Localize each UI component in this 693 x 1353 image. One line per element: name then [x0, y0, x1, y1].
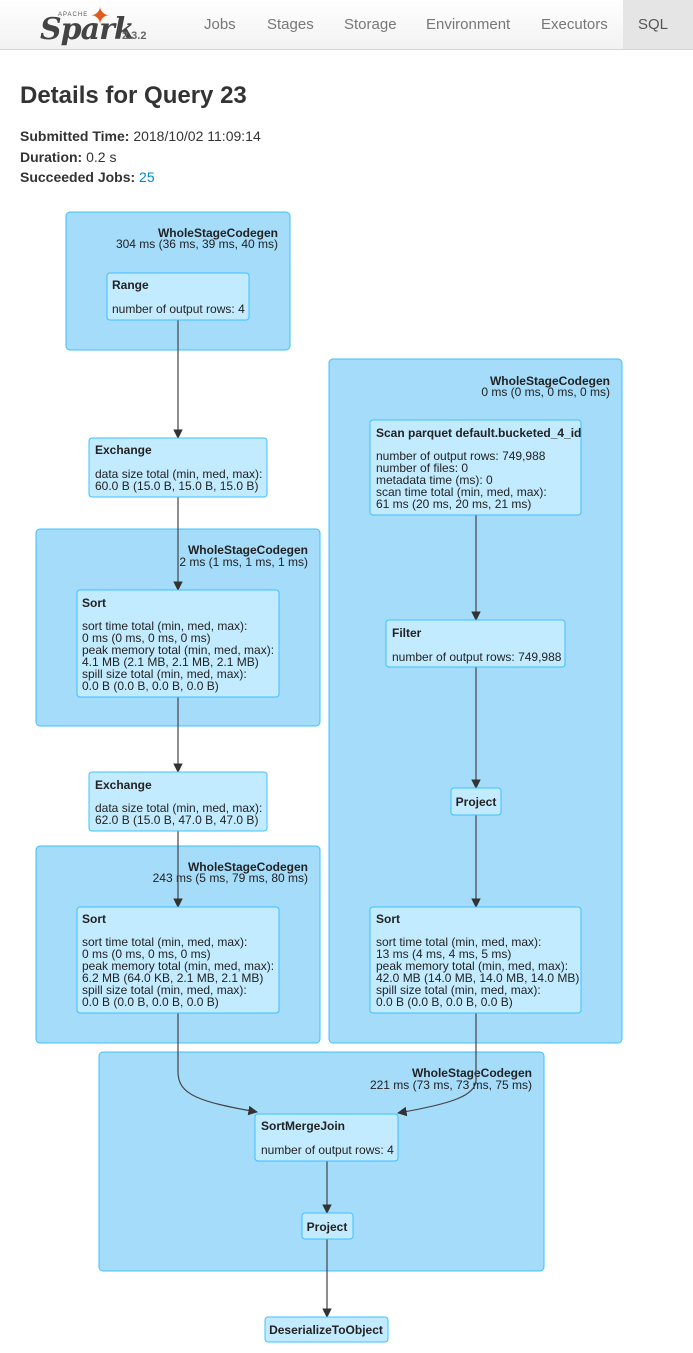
node-metric: spill size total (min, med, max): [82, 983, 247, 997]
node-sort-3[interactable]: Sort sort time total (min, med, max): 13… [369, 906, 582, 1014]
node-metric: number of files: 0 [376, 461, 468, 475]
node-metric: peak memory total (min, med, max): [82, 959, 274, 973]
submitted-time-label: Submitted Time: [20, 128, 130, 144]
succeeded-jobs-row: Succeeded Jobs: 25 [20, 169, 155, 185]
node-title: SortMergeJoin [261, 1119, 345, 1133]
node-filter[interactable]: Filter number of output rows: 749,988 [385, 619, 566, 668]
node-metric: peak memory total (min, med, max): [82, 643, 274, 657]
node-range[interactable]: Range number of output rows: 4 [106, 272, 250, 321]
spark-logo[interactable]: APACHE Spark ✦ 2.3.2 [38, 2, 168, 48]
node-sort-merge-join[interactable]: SortMergeJoin number of output rows: 4 [254, 1113, 399, 1162]
node-metric: number of output rows: 749,988 [392, 650, 562, 664]
apache-label: APACHE [58, 12, 89, 18]
spark-wordmark: Spark [40, 12, 135, 47]
top-navbar: APACHE Spark ✦ 2.3.2 Jobs Stages Storage… [0, 0, 693, 50]
node-scan-parquet[interactable]: Scan parquet default.bucketed_4_id numbe… [369, 419, 582, 516]
node-title: Sort [82, 912, 106, 926]
node-metric: 62.0 B (15.0 B, 47.0 B, 47.0 B) [95, 813, 258, 827]
node-metric: peak memory total (min, med, max): [376, 959, 568, 973]
node-metric: 0.0 B (0.0 B, 0.0 B, 0.0 B) [82, 995, 219, 1009]
node-metric: data size total (min, med, max): [95, 801, 262, 815]
node-metric: metadata time (ms): 0 [376, 473, 493, 487]
cluster-title: WholeStageCodegen [188, 543, 308, 557]
node-metric: 42.0 MB (14.0 MB, 14.0 MB, 14.0 MB) [376, 971, 579, 985]
tab-stages[interactable]: Stages [267, 16, 314, 33]
cluster-metric: 243 ms (5 ms, 79 ms, 80 ms) [153, 871, 308, 885]
succeeded-jobs-link[interactable]: 25 [139, 169, 155, 185]
node-metric: 0 ms (0 ms, 0 ms, 0 ms) [82, 631, 211, 645]
node-title: Sort [82, 596, 106, 610]
tab-jobs[interactable]: Jobs [204, 16, 236, 33]
node-metric: 0.0 B (0.0 B, 0.0 B, 0.0 B) [82, 679, 219, 693]
node-title: Exchange [95, 778, 152, 792]
tab-environment[interactable]: Environment [426, 16, 511, 33]
node-metric: sort time total (min, med, max): [82, 619, 247, 633]
tab-storage[interactable]: Storage [344, 16, 397, 33]
cluster-metric: 221 ms (73 ms, 73 ms, 75 ms) [370, 1078, 532, 1092]
node-title: Range [112, 278, 149, 292]
node-metric: 0 ms (0 ms, 0 ms, 0 ms) [82, 947, 211, 961]
node-metric: 0.0 B (0.0 B, 0.0 B, 0.0 B) [376, 995, 513, 1009]
duration-row: Duration: 0.2 s [20, 149, 116, 165]
spark-star-icon: ✦ [90, 3, 111, 30]
cluster-title: WholeStageCodegen [490, 374, 610, 388]
tab-executors[interactable]: Executors [541, 16, 608, 33]
node-project-1[interactable]: Project [450, 787, 502, 816]
cluster-metric: 2 ms (1 ms, 1 ms, 1 ms) [179, 555, 308, 569]
succeeded-jobs-label: Succeeded Jobs: [20, 169, 136, 185]
node-metric: 61 ms (20 ms, 20 ms, 21 ms) [376, 497, 531, 511]
cluster-metric: 304 ms (36 ms, 39 ms, 40 ms) [116, 237, 278, 251]
node-title: DeserializeToObject [269, 1323, 383, 1337]
tab-sql[interactable]: SQL [623, 0, 693, 49]
submitted-time-value: 2018/10/02 11:09:14 [133, 128, 261, 144]
node-metric: 4.1 MB (2.1 MB, 2.1 MB, 2.1 MB) [82, 655, 259, 669]
node-title: Exchange [95, 443, 152, 457]
node-exchange-2[interactable]: Exchange data size total (min, med, max)… [88, 771, 268, 832]
node-metric: number of output rows: 749,988 [376, 449, 546, 463]
node-sort-1[interactable]: Sort sort time total (min, med, max): 0 … [76, 589, 280, 698]
node-metric: 13 ms (4 ms, 4 ms, 5 ms) [376, 947, 511, 961]
node-title: Sort [376, 912, 400, 926]
node-title: Project [307, 1220, 348, 1234]
node-project-2[interactable]: Project [301, 1212, 354, 1240]
duration-label: Duration: [20, 149, 83, 165]
node-exchange-1[interactable]: Exchange data size total (min, med, max)… [88, 437, 268, 498]
node-deserialize-to-object[interactable]: DeserializeToObject [264, 1316, 389, 1343]
spark-version: 2.3.2 [122, 30, 147, 42]
node-metric: scan time total (min, med, max): [376, 485, 547, 499]
page-title: Details for Query 23 [20, 82, 247, 109]
node-title: Project [456, 795, 497, 809]
cluster-title: WholeStageCodegen [188, 860, 308, 874]
node-metric: number of output rows: 4 [261, 1143, 394, 1157]
cluster-metric: 0 ms (0 ms, 0 ms, 0 ms) [481, 385, 610, 399]
node-sort-2[interactable]: Sort sort time total (min, med, max): 0 … [76, 906, 280, 1014]
cluster-title: WholeStageCodegen [158, 226, 278, 240]
plan-edges [173, 320, 481, 1318]
node-metric: sort time total (min, med, max): [376, 935, 541, 949]
node-metric: number of output rows: 4 [112, 302, 245, 316]
node-metric: spill size total (min, med, max): [82, 667, 247, 681]
node-title: Scan parquet default.bucketed_4_id [376, 426, 581, 440]
node-metric: sort time total (min, med, max): [82, 935, 247, 949]
cluster-title: WholeStageCodegen [412, 1066, 532, 1080]
node-metric: 6.2 MB (64.0 KB, 2.1 MB, 2.1 MB) [82, 971, 263, 985]
duration-value: 0.2 s [86, 149, 117, 165]
node-metric: data size total (min, med, max): [95, 467, 262, 481]
submitted-time-row: Submitted Time: 2018/10/02 11:09:14 [20, 128, 261, 144]
node-metric: spill size total (min, med, max): [376, 983, 541, 997]
node-metric: 60.0 B (15.0 B, 15.0 B, 15.0 B) [95, 479, 258, 493]
node-title: Filter [392, 626, 422, 640]
